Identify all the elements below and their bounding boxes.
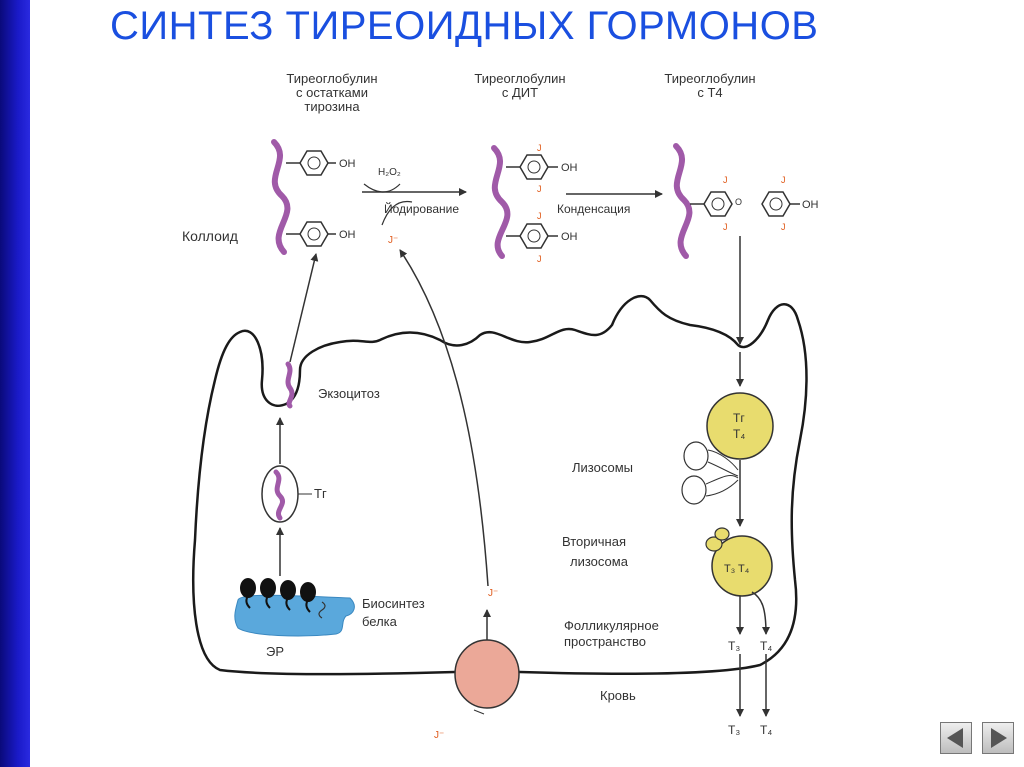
t4-release-arrow [751,591,770,635]
svg-text:H₂O₂: H₂O₂ [378,167,401,178]
svg-text:Тиреоглобулин: Тиреоглобулин [664,71,755,86]
svg-text:с ДИТ: с ДИТ [502,85,538,100]
svg-text:J: J [537,254,542,264]
svg-text:J: J [723,222,728,232]
endosome-t4: T₄ [733,427,745,441]
stage-header-t4: Тиреоглобулин с Т4 [664,71,755,100]
secondary-lysosome-label-1: Вторичная [562,534,626,549]
previous-slide-button[interactable] [940,722,972,754]
svg-text:с остатками: с остатками [296,85,368,100]
iodide-transport-arrow [399,249,489,587]
next-slide-button[interactable] [982,722,1014,754]
endoplasmic-reticulum [234,578,355,637]
svg-text:J: J [537,184,542,194]
stage-header-tyrosine: Тиреоглобулин с остатками тирозина [286,71,377,114]
svg-text:OH: OH [339,158,356,170]
svg-text:с Т4: с Т4 [697,85,722,100]
follicular-space-label-1: Фолликулярное [564,618,659,633]
ribosomes [240,578,316,613]
exocytosis-label: Экзоцитоз [318,386,380,401]
iodide-entry-line [473,709,485,715]
secondary-lysosome-label-2: лизосома [570,554,629,569]
endosome [706,392,774,460]
thyroglobulin-t4: O OH J J J J [673,143,819,259]
tg-label: Тг [314,486,327,501]
biosynthesis-label-1: Биосинтез [362,596,425,611]
colloid-label: Коллоид [182,228,238,244]
t3-follicular: T₃ [728,639,740,653]
iodination-step: H₂O₂ Йодирование J⁻ [362,167,467,246]
thyroglobulin-dit: OH J J OH J J [491,143,578,264]
svg-text:Тиреоглобулин: Тиреоглобулин [474,71,565,86]
exocytosis-arrow [289,253,319,363]
svg-text:OH: OH [561,231,578,243]
iodide-transporter [454,639,520,709]
er-label: ЭР [266,644,284,659]
iodide-blood-label: J⁻ [434,730,444,741]
secretory-vesicle [261,465,312,523]
svg-text:OH: OH [561,162,578,174]
condensation-step: Конденсация [557,190,663,216]
secondary-lysosome-hormones: T₃ T₄ [724,563,750,575]
endosome-tg: Тг [733,411,745,425]
lysosomes [681,441,739,505]
svg-text:J: J [781,222,786,232]
lysosomes-label: Лизосомы [572,460,633,475]
sidebar-stripe [0,0,30,767]
svg-text:J: J [537,143,542,153]
arrow-right-icon [991,728,1007,748]
t4-follicular: T₄ [760,639,772,653]
svg-text:J⁻: J⁻ [388,235,398,246]
svg-text:Тиреоглобулин: Тиреоглобулин [286,71,377,86]
svg-text:J: J [537,211,542,221]
svg-text:Конденсация: Конденсация [557,202,630,216]
svg-text:OH: OH [802,199,819,211]
secondary-lysosome [705,527,773,597]
thyroglobulin-tyrosine: OH OH [271,139,356,255]
follicular-space-label-2: пространство [564,634,646,649]
svg-text:OH: OH [339,229,356,241]
cell-membrane [192,294,808,676]
svg-text:J: J [781,175,786,185]
stage-header-dit: Тиреоглобулин с ДИТ [474,71,565,100]
blood-label: Кровь [600,688,636,703]
svg-text:J: J [723,175,728,185]
t4-blood: T₄ [760,723,772,737]
biosynthesis-label-2: белка [362,614,398,629]
iodide-cell-label: J⁻ [488,588,498,599]
arrow-left-icon [947,728,963,748]
svg-text:Йодирование: Йодирование [384,201,459,216]
svg-text:O: O [735,197,742,207]
exocytosis-vesicle [285,361,295,409]
t3-blood: T₃ [728,723,740,737]
svg-text:тирозина: тирозина [304,99,360,114]
page-title: СИНТЕЗ ТИРЕОИДНЫХ ГОРМОНОВ [110,4,819,48]
